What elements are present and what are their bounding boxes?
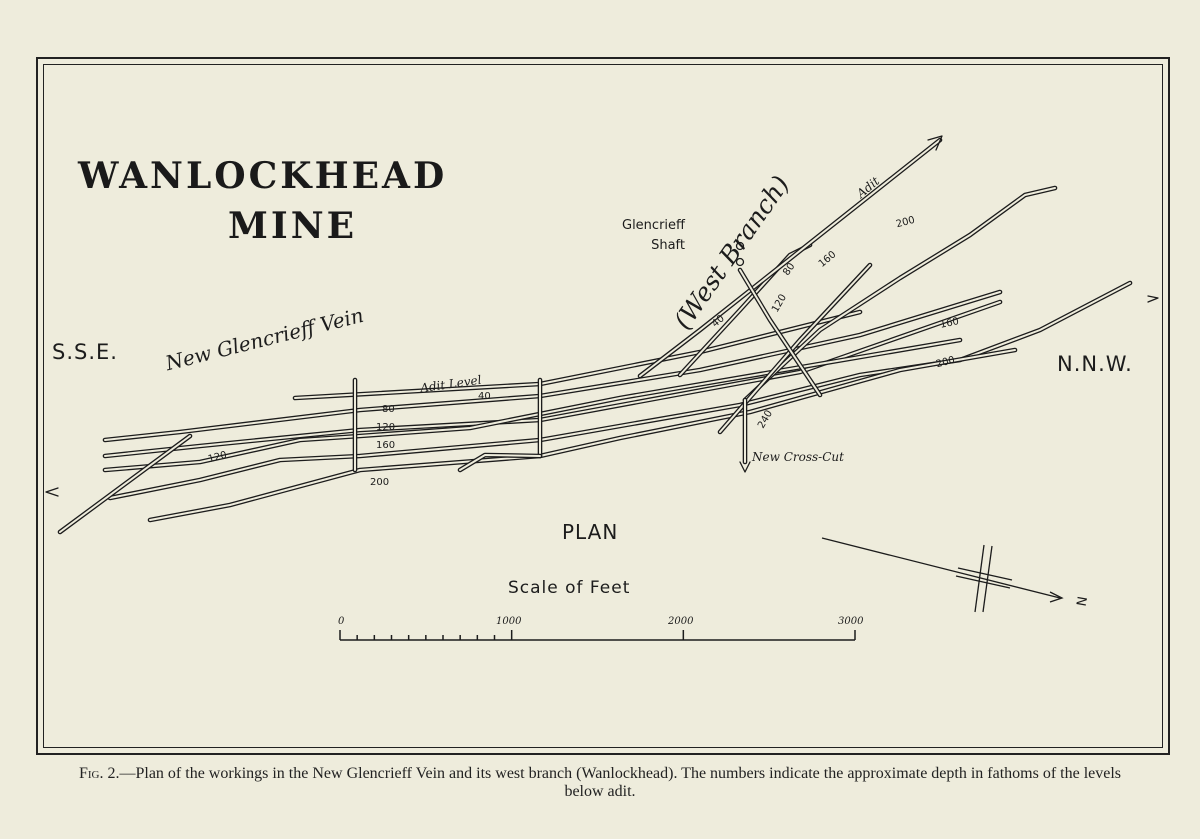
outer-border [36, 57, 1170, 755]
cross-cut-label: New Cross-Cut [752, 450, 844, 464]
scale-tick-label: 2000 [668, 616, 694, 627]
shaft-label: Glencrieff Shaft [622, 216, 685, 256]
direction-sse: S.S.E. [52, 340, 118, 364]
cut-200-south [457, 452, 543, 473]
figure-caption: Fig. 2.—Plan of the workings in the New … [60, 765, 1140, 801]
depth-label: 40 [478, 391, 491, 402]
scale-tick-label: 1000 [496, 616, 522, 627]
adit [637, 137, 943, 379]
east-arrow [1147, 295, 1159, 303]
inner-border [43, 64, 1163, 748]
shaft-crossing [737, 267, 823, 398]
depth-label: 80 [382, 404, 395, 415]
shaft-icon [735, 241, 745, 251]
west-arrow [45, 487, 59, 497]
direction-nnw: N.N.W. [1057, 352, 1133, 376]
crosscut-arrow [739, 461, 751, 473]
shaft-icon [735, 257, 745, 267]
scale-bar [339, 630, 856, 641]
scale-title: Scale of Feet [508, 578, 631, 598]
depth-label: 160 [376, 440, 396, 451]
scale-tick-label: 3000 [838, 616, 864, 627]
level-160-branch [717, 262, 873, 435]
shaft-label-line1: Glencrieff [622, 218, 685, 233]
level-200-north [742, 185, 1058, 403]
level-120-lower [102, 337, 963, 473]
title-line-1: WANLOCKHEAD [78, 155, 448, 197]
scale-tick-label: 0 [338, 616, 345, 627]
plan-label: PLAN [562, 520, 619, 544]
depth-label: 200 [370, 477, 390, 488]
depth-label: 120 [376, 422, 396, 433]
title-line-2: MINE [228, 205, 358, 247]
adit-arrow [927, 135, 943, 151]
level-160 [107, 280, 1133, 501]
old-shaft-line [57, 433, 193, 535]
north-arrow [821, 537, 1064, 613]
caption-fig-number: Fig. 2. [78, 765, 120, 782]
level-200 [147, 347, 1018, 523]
caption-text: —Plan of the workings in the New Glencri… [119, 765, 1122, 800]
shaft-label-line2: Shaft [651, 238, 685, 253]
